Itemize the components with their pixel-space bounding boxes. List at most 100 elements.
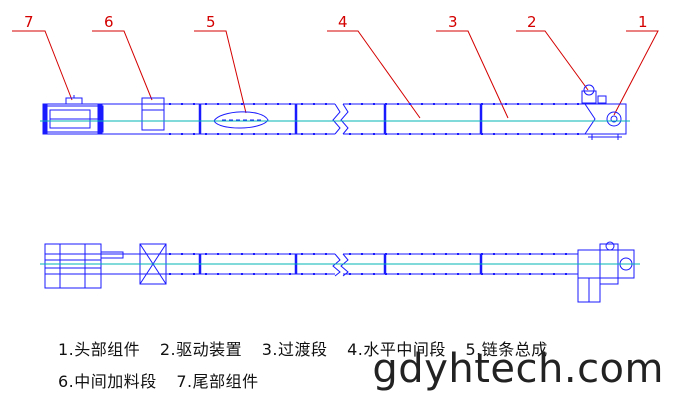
bolt-mark	[229, 253, 231, 255]
bolt-mark	[469, 103, 471, 105]
callout-leader-1	[613, 30, 659, 116]
bolt-mark	[553, 273, 555, 275]
bolt-mark	[241, 273, 243, 275]
bolt-mark	[529, 103, 531, 105]
bolt-mark	[541, 253, 543, 255]
head-assembly-elevation	[584, 103, 627, 140]
callout-number-1: 1	[638, 13, 648, 31]
bolt-mark	[229, 133, 231, 135]
bolt-mark	[217, 133, 219, 135]
bolt-mark	[421, 253, 423, 255]
bolt-mark	[289, 133, 291, 135]
bolt-mark	[217, 253, 219, 255]
callout-leader-4	[327, 30, 421, 119]
bolt-mark	[265, 253, 267, 255]
legend-item-transition-section: 3.过渡段	[261, 340, 328, 359]
callout-number-5: 5	[206, 13, 216, 31]
bolt-mark	[409, 273, 411, 275]
bolt-mark	[169, 103, 171, 105]
bolt-mark	[325, 253, 327, 255]
plan-view	[44, 241, 635, 303]
bolt-mark	[505, 273, 507, 275]
bolt-mark	[385, 103, 387, 105]
bolt-mark	[481, 253, 483, 255]
callout-number-4: 4	[338, 13, 348, 31]
bolt-mark	[277, 253, 279, 255]
bolt-mark	[373, 253, 375, 255]
callout-leader-6	[92, 30, 153, 101]
bolt-mark	[421, 133, 423, 135]
bolt-mark	[505, 103, 507, 105]
bolt-mark	[385, 133, 387, 135]
bolt-mark	[445, 133, 447, 135]
bolt-mark	[313, 103, 315, 105]
chain-assembly-elevation	[213, 111, 269, 129]
callout-number-3: 3	[448, 13, 458, 31]
bolt-mark	[361, 253, 363, 255]
bolt-mark	[325, 103, 327, 105]
bolt-mark	[289, 253, 291, 255]
callout-number-7: 7	[24, 13, 34, 31]
watermark: gdyhtech.com	[372, 346, 664, 392]
bolt-mark	[421, 273, 423, 275]
bolt-mark	[169, 253, 171, 255]
bolt-mark	[253, 273, 255, 275]
bolt-mark	[385, 273, 387, 275]
bolt-mark	[493, 103, 495, 105]
bolt-mark	[517, 133, 519, 135]
bolt-mark	[301, 103, 303, 105]
bolt-mark	[541, 273, 543, 275]
bolt-mark	[397, 273, 399, 275]
bolt-mark	[577, 133, 579, 135]
break-symbol	[332, 103, 341, 135]
legend-item-feed-section: 6.中间加料段	[58, 372, 157, 391]
bolt-mark	[505, 253, 507, 255]
bolt-mark	[241, 133, 243, 135]
legend-row-2: 6.中间加料段 7.尾部组件	[58, 368, 273, 392]
bolt-mark	[481, 103, 483, 105]
bolt-mark	[469, 253, 471, 255]
bolt-mark	[229, 273, 231, 275]
bolt-mark	[481, 273, 483, 275]
bolt-mark	[469, 133, 471, 135]
bolt-mark	[265, 103, 267, 105]
bolt-mark	[193, 273, 195, 275]
bolt-mark	[445, 103, 447, 105]
bolt-mark	[169, 133, 171, 135]
elevation-view	[42, 84, 627, 140]
legend-item-horizontal-middle-section: 4.水平中间段	[347, 340, 446, 359]
tail-assembly-plan	[44, 243, 124, 289]
bolt-mark	[241, 253, 243, 255]
bolt-mark	[565, 103, 567, 105]
bolt-mark	[457, 103, 459, 105]
callout-leader-3	[436, 30, 509, 119]
head-assembly-plan	[577, 241, 635, 303]
legend-row-1: 1.头部组件 2.驱动装置 3.过渡段 4.水平中间段 5.链条总成	[58, 336, 562, 360]
bolt-mark	[433, 133, 435, 135]
bolt-mark	[469, 273, 471, 275]
bolt-mark	[493, 133, 495, 135]
bolt-mark	[517, 103, 519, 105]
bolt-mark	[349, 253, 351, 255]
bolt-mark	[349, 133, 351, 135]
bolt-mark	[565, 133, 567, 135]
bolt-mark	[325, 133, 327, 135]
bolt-mark	[421, 103, 423, 105]
callout-leader-7	[12, 30, 73, 101]
callout-leader-2	[516, 30, 589, 91]
bolt-mark	[277, 133, 279, 135]
bolt-mark	[301, 133, 303, 135]
bolt-mark	[505, 133, 507, 135]
elevation-bolt-rows	[169, 103, 579, 135]
drive-unit-elevation	[581, 84, 607, 104]
bolt-mark	[277, 103, 279, 105]
legend-item-chain-assembly: 5.链条总成	[465, 340, 548, 359]
bolt-mark	[529, 133, 531, 135]
bolt-mark	[265, 133, 267, 135]
bolt-mark	[205, 103, 207, 105]
bolt-mark	[445, 253, 447, 255]
bolt-mark	[433, 103, 435, 105]
callout-number-6: 6	[104, 13, 114, 31]
bolt-mark	[433, 253, 435, 255]
